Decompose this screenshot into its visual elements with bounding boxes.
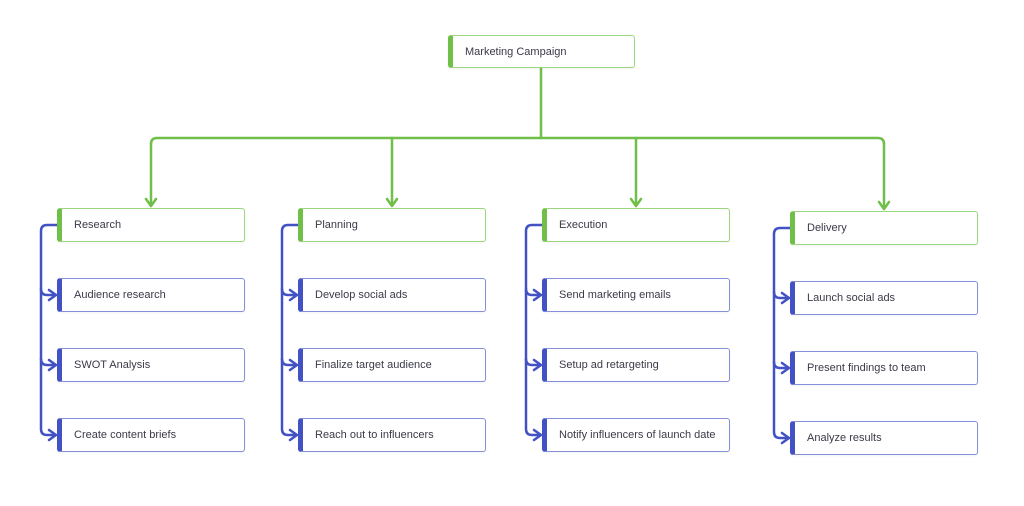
task-node[interactable]: Reach out to influencers: [298, 418, 486, 452]
column-header-label: Delivery: [807, 222, 847, 234]
task-node-label: Launch social ads: [807, 292, 896, 304]
task-node-label: Send marketing emails: [559, 289, 671, 301]
task-node-label: Setup ad retargeting: [559, 359, 659, 371]
task-node[interactable]: Audience research: [57, 278, 245, 312]
task-node-label: Develop social ads: [315, 289, 408, 301]
task-node-label: Audience research: [74, 289, 166, 301]
task-node-label: Create content briefs: [74, 429, 177, 441]
column-header[interactable]: Research: [57, 208, 245, 242]
root-node[interactable]: Marketing Campaign: [448, 35, 635, 68]
task-node[interactable]: SWOT Analysis: [57, 348, 245, 382]
task-node[interactable]: Setup ad retargeting: [542, 348, 730, 382]
task-node[interactable]: Finalize target audience: [298, 348, 486, 382]
column-header-label: Planning: [315, 219, 358, 231]
task-node[interactable]: Launch social ads: [790, 281, 978, 315]
task-node[interactable]: Send marketing emails: [542, 278, 730, 312]
column-header-label: Execution: [559, 219, 608, 231]
task-node-label: Finalize target audience: [315, 359, 432, 371]
task-node[interactable]: Analyze results: [790, 421, 978, 455]
task-node-label: Notify influencers of launch date: [559, 429, 716, 441]
task-node-label: SWOT Analysis: [74, 359, 151, 371]
task-node[interactable]: Notify influencers of launch date: [542, 418, 730, 452]
task-node-label: Reach out to influencers: [315, 429, 434, 441]
task-node[interactable]: Create content briefs: [57, 418, 245, 452]
root-node-label: Marketing Campaign: [465, 45, 567, 58]
task-node[interactable]: Present findings to team: [790, 351, 978, 385]
column-header[interactable]: Planning: [298, 208, 486, 242]
column-header[interactable]: Delivery: [790, 211, 978, 245]
column-header-label: Research: [74, 219, 122, 231]
task-node-label: Analyze results: [807, 432, 882, 444]
task-node[interactable]: Develop social ads: [298, 278, 486, 312]
column-header[interactable]: Execution: [542, 208, 730, 242]
task-node-label: Present findings to team: [807, 362, 926, 374]
